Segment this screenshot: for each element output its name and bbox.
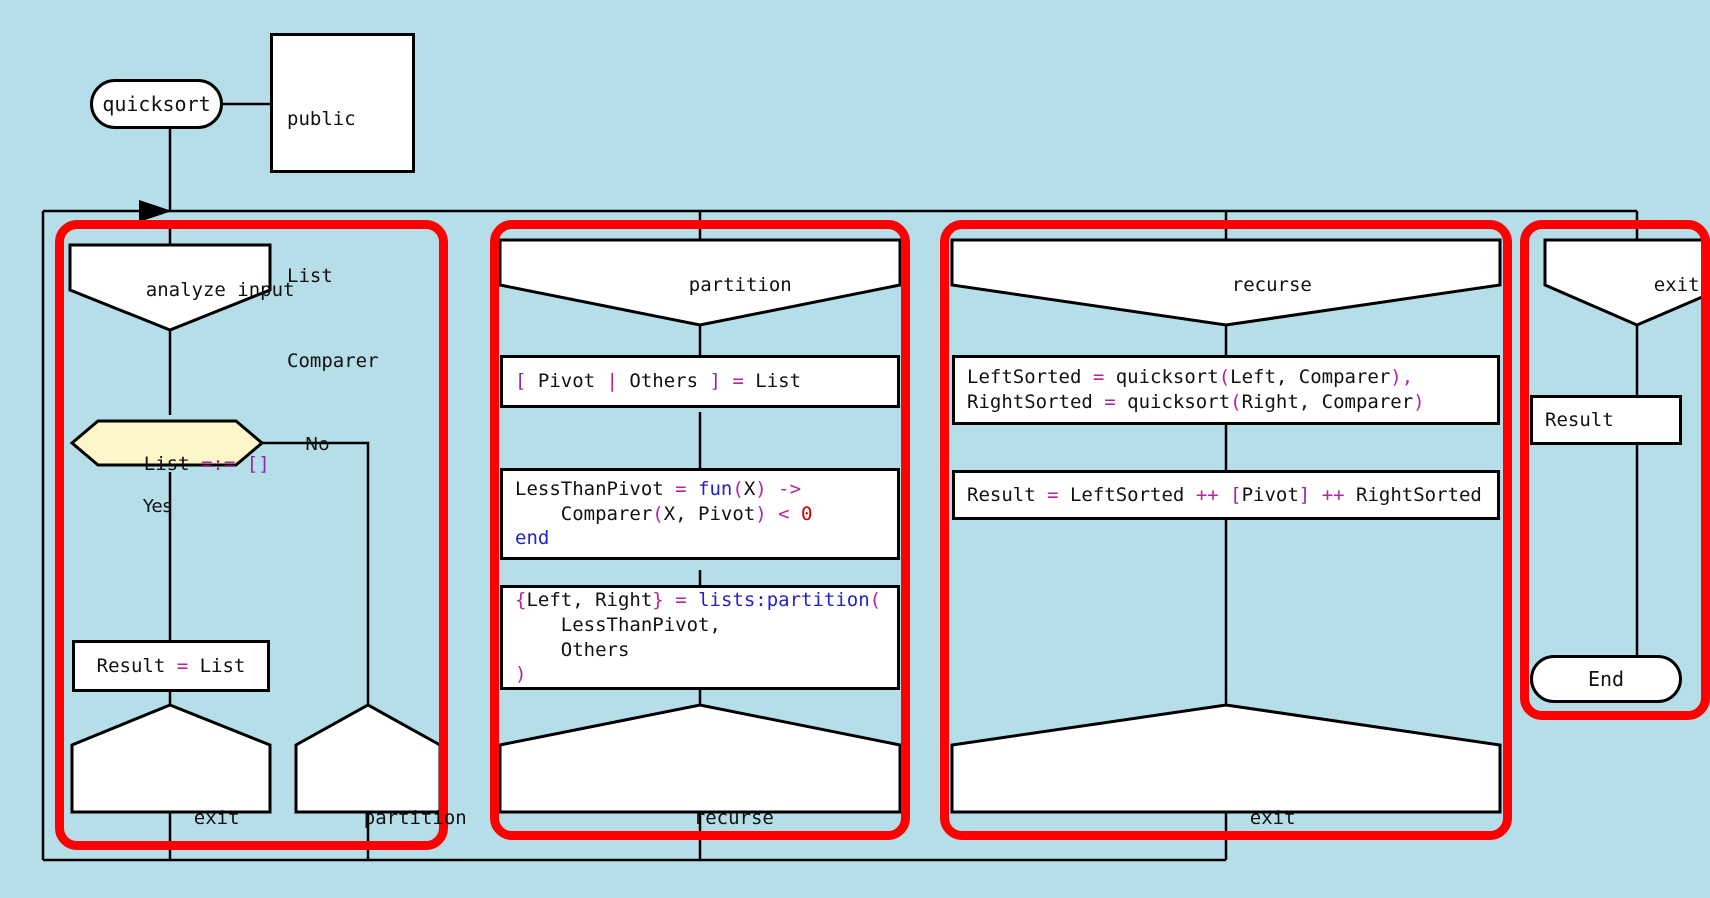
branch-label-no: No (304, 434, 330, 455)
stmt1-others: Others (617, 370, 710, 393)
stmt2-lhs: LessThanPivot (515, 477, 676, 500)
stmt2-call-args: X, Pivot (663, 502, 756, 525)
stmt2-lt-operator: < (766, 502, 802, 525)
concat-left: LeftSorted (1058, 483, 1196, 506)
rec1-args: Left, Comparer (1230, 366, 1391, 389)
concat-op-1: ++ (1195, 483, 1219, 506)
concat-op-2: ++ (1310, 483, 1345, 506)
chevron-label-exit: exit (1653, 274, 1700, 296)
stmt3-equals: = (663, 589, 699, 612)
statement-concat-result[interactable]: Result = LeftSorted ++ [Pivot] ++ RightS… (952, 470, 1500, 520)
statement-destructure-list[interactable]: [ Pivot | Others ] = List (500, 355, 900, 408)
stmt3-brace-close: } (652, 589, 664, 612)
stmt2-paren-open: ( (732, 477, 744, 500)
exit-result-label: Result (1545, 408, 1614, 431)
flow-arrowhead (139, 200, 172, 222)
note-param-list: List (287, 264, 333, 287)
stmt1-pipe: | (606, 370, 618, 393)
stmt2-param-x: X (743, 477, 756, 500)
stmt2-paren-close: ) (755, 477, 767, 500)
stmt3-arg1: LessThanPivot, (515, 613, 721, 636)
attributes-note: public List Comparer (270, 33, 415, 372)
stmt2-arrow: -> (766, 477, 802, 500)
house-label-exit-3: exit (1249, 807, 1296, 829)
note-param-comparer: Comparer (287, 350, 379, 372)
house-label-partition-1: partition (363, 807, 467, 829)
decision-operator: =:= (200, 453, 236, 475)
rec1-comma: , (1401, 366, 1414, 389)
stmt3-brace-open: { (515, 589, 527, 612)
assign-rhs: List (188, 654, 246, 677)
end-node[interactable]: End (1530, 655, 1682, 703)
statement-result-equals-list[interactable]: Result = List (72, 640, 270, 692)
stmt2-zero: 0 (801, 502, 813, 525)
stmt2-call-paren-open: ( (652, 502, 664, 525)
stmt2-call-paren-close: ) (755, 502, 767, 525)
chevron-label-analyze-input: analyze input (145, 279, 295, 301)
stmt3-paren-open: ( (869, 589, 882, 612)
end-label: End (1587, 667, 1625, 691)
stmt2-comparer: Comparer (515, 502, 653, 525)
stmt3-paren-close: ) (515, 663, 527, 686)
concat-right: RightSorted (1344, 483, 1482, 506)
rec2-paren-open: ( (1230, 391, 1242, 413)
note-visibility: public (287, 108, 356, 130)
rec1-fn: quicksort (1104, 366, 1219, 389)
statement-result-return[interactable]: Result (1530, 395, 1682, 445)
stmt1-list: List (755, 370, 802, 393)
rec2-fn: quicksort (1115, 391, 1231, 413)
decision-var: List (143, 453, 190, 475)
stmt3-arg2: Others (515, 638, 630, 661)
branch-label-yes: Yes (142, 496, 172, 517)
stmt1-open-bracket: [ (515, 370, 527, 393)
rec1-paren-open: ( (1218, 366, 1231, 389)
stmt2-end-keyword: end (515, 527, 550, 550)
rec1-equals: = (1092, 366, 1105, 389)
concat-equals: = (1047, 483, 1059, 506)
stmt3-vars: Left, Right (526, 589, 653, 612)
stmt1-equals: = (720, 370, 756, 393)
concat-bracket-close: ] (1298, 483, 1311, 506)
concat-bracket-open: [ (1218, 483, 1242, 506)
concat-lhs: Result (967, 483, 1048, 506)
statement-lessthanpivot-fun[interactable]: LessThanPivot = fun(X) -> Comparer(X, Pi… (500, 468, 900, 560)
decision-value: [] (246, 453, 270, 475)
house-label-recurse: recurse (693, 807, 774, 829)
chevron-label-recurse: recurse (1231, 274, 1312, 296)
stmt2-equals: = (675, 477, 687, 500)
rec2-equals: = (1104, 391, 1116, 413)
stmt1-pivot: Pivot (526, 370, 607, 393)
stmt2-fun-keyword: fun (686, 477, 733, 500)
concat-pivot: Pivot (1241, 483, 1299, 506)
stmt3-function: lists:partition (698, 589, 870, 612)
rec2-paren-close: ) (1413, 391, 1425, 413)
statement-lists-partition[interactable]: {Left, Right} = lists:partition( LessTha… (500, 585, 900, 690)
rec2-args: Right, Comparer (1241, 391, 1414, 413)
assign-lhs: Result (96, 654, 177, 677)
start-node[interactable]: quicksort (90, 79, 223, 129)
rec1-lhs: LeftSorted (967, 366, 1093, 389)
start-label: quicksort (102, 92, 211, 116)
stmt1-close-bracket: ] (709, 370, 721, 393)
decision-list-empty[interactable]: List =:= [] (98, 431, 270, 497)
assign-operator: = (176, 654, 189, 677)
rec1-paren-close: ) (1390, 366, 1402, 389)
house-label-exit-1: exit (193, 807, 240, 829)
chevron-label-partition: partition (688, 274, 792, 296)
statement-recursive-calls[interactable]: LeftSorted = quicksort(Left, Comparer), … (952, 355, 1500, 425)
rec2-lhs: RightSorted (967, 391, 1105, 413)
